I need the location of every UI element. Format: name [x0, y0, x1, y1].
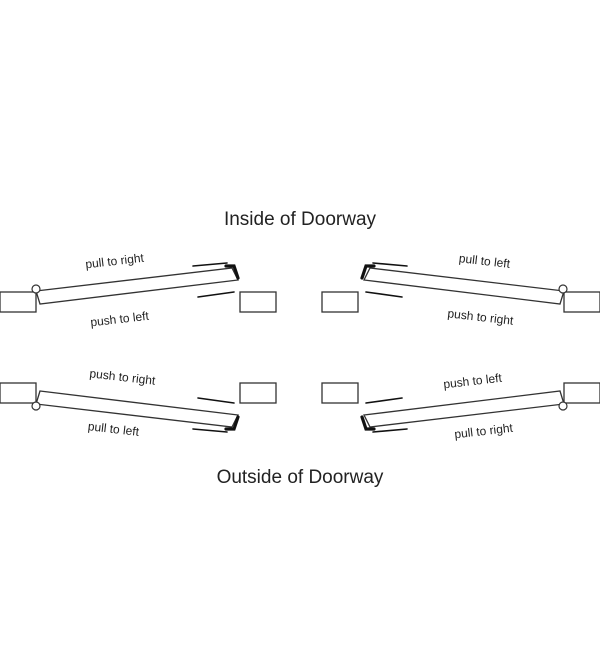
hinge-icon [31, 284, 41, 294]
inside-doorway-heading: Inside of Doorway [224, 209, 377, 230]
outside-doorway-heading: Outside of Doorway [217, 467, 384, 488]
label-top-right-lower: push to right [447, 306, 515, 327]
latch-icon [360, 415, 376, 431]
frame-block-right [239, 291, 277, 313]
door-top-right: pull to left push to right [321, 251, 600, 328]
label-top-right-upper: pull to left [458, 251, 511, 271]
label-top-left-lower: push to left [90, 309, 151, 330]
frame-block-left [0, 382, 37, 404]
label-bottom-left-lower: pull to left [87, 419, 140, 439]
label-bottom-right-lower: pull to right [454, 421, 515, 442]
frame-block-right [563, 382, 600, 404]
handle-lower-icon [372, 428, 408, 433]
hinge-icon [558, 401, 568, 411]
handle-upper-icon [372, 262, 408, 267]
hinge-icon [31, 401, 41, 411]
door-panel [35, 267, 239, 305]
handle-lower-icon [192, 428, 228, 433]
door-panel [363, 267, 565, 305]
door-panel [35, 390, 239, 428]
handle-upper-icon [192, 262, 228, 267]
door-top-left: pull to right push to left [0, 251, 277, 330]
frame-block-right [563, 291, 600, 313]
latch-icon [224, 264, 240, 280]
frame-block-left [321, 382, 359, 404]
label-bottom-right-upper: push to left [443, 371, 504, 392]
door-bottom-right: push to left pull to right [321, 371, 600, 442]
handle-upper-icon [197, 397, 235, 404]
hinge-icon [558, 284, 568, 294]
handle-lower-icon [197, 291, 235, 298]
frame-block-right [239, 382, 277, 404]
label-bottom-left-upper: push to right [89, 366, 157, 387]
frame-block-left [321, 291, 359, 313]
latch-icon [224, 415, 240, 431]
handle-upper-icon [365, 397, 403, 404]
latch-icon [360, 264, 376, 280]
handle-lower-icon [365, 291, 403, 298]
door-panel [363, 390, 565, 428]
label-top-left-upper: pull to right [85, 251, 146, 272]
frame-block-left [0, 291, 37, 313]
door-bottom-left: push to right pull to left [0, 366, 277, 439]
